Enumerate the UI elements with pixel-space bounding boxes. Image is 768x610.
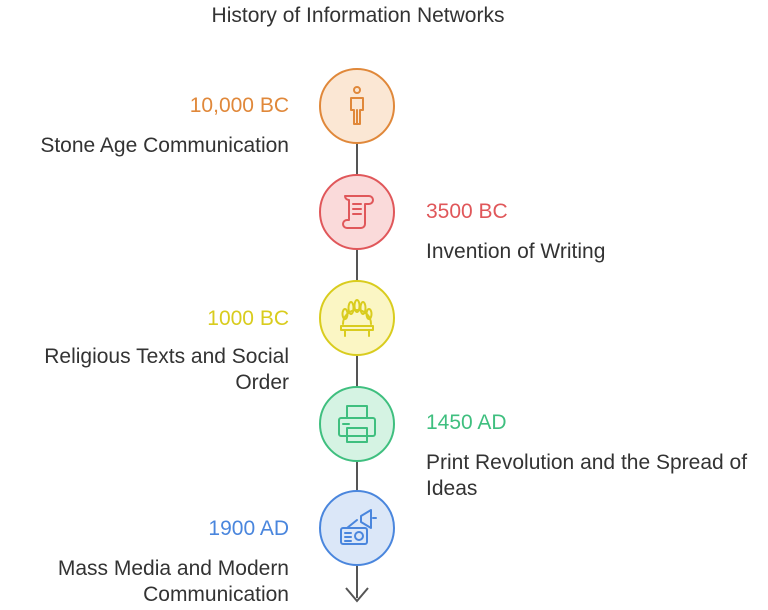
timeline-arrowhead <box>345 587 369 603</box>
headdress-icon <box>340 299 374 337</box>
event-node-2 <box>319 174 395 250</box>
event-node-1 <box>319 68 395 144</box>
event-node-5 <box>319 490 395 566</box>
event-node-4 <box>319 386 395 462</box>
event-date-4: 1450 AD <box>426 411 507 434</box>
event-node-3 <box>319 280 395 356</box>
event-date-3: 1000 BC <box>207 307 289 330</box>
printer-icon <box>338 405 376 443</box>
event-label-1: Stone Age Communication <box>40 134 289 157</box>
event-label-2: Invention of Writing <box>426 240 606 263</box>
timeline-axis <box>356 140 358 598</box>
scroll-icon <box>342 195 374 229</box>
person-icon <box>350 86 364 125</box>
event-label-4: Print Revolution and the Spread of Ideas <box>426 451 748 500</box>
event-label-5: Mass Media and Modern Communication <box>57 557 289 606</box>
event-label-3: Religious Texts and Social Order <box>44 345 289 394</box>
radio-megaphone-icon <box>340 509 377 545</box>
event-date-1: 10,000 BC <box>189 94 289 117</box>
event-date-5: 1900 AD <box>208 517 289 540</box>
diagram-title: History of Information Networks <box>211 4 505 27</box>
event-date-2: 3500 BC <box>426 200 508 223</box>
